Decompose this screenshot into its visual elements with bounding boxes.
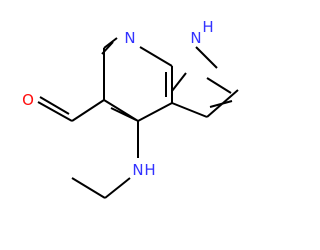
atom-labels: N N H O N H [22,18,214,179]
bond-cho-o-double [39,96,70,115]
bond-c4-c3a [137,102,173,122]
bond-c3-c3a [171,102,208,118]
bond-c7a-n7 [139,46,173,67]
atom-h-pyrrole: H [202,18,213,36]
bond-c7a-n1 [171,72,187,92]
bond-n1-c2-inner [206,77,232,94]
bond-n7-c6 [103,37,118,49]
molecule-structure: N N H O N H [22,18,239,199]
bond-c3-c2-inner [209,100,233,108]
atom-n-amine: N [132,161,143,179]
bond-cho-o [37,101,73,122]
bond-n-ch2 [104,177,131,199]
atom-n-pyrrole: N [190,29,201,47]
bond-lines [37,37,239,199]
bond-c5-cho [71,99,105,122]
bond-ch2-ch3 [71,177,106,199]
atom-n-pyridine: N [124,29,135,47]
bond-n1-c2 [195,46,218,69]
bond-c5-c4-inner [110,107,137,121]
atom-h-amine: H [144,161,155,179]
atom-o-aldehyde: O [22,91,34,109]
